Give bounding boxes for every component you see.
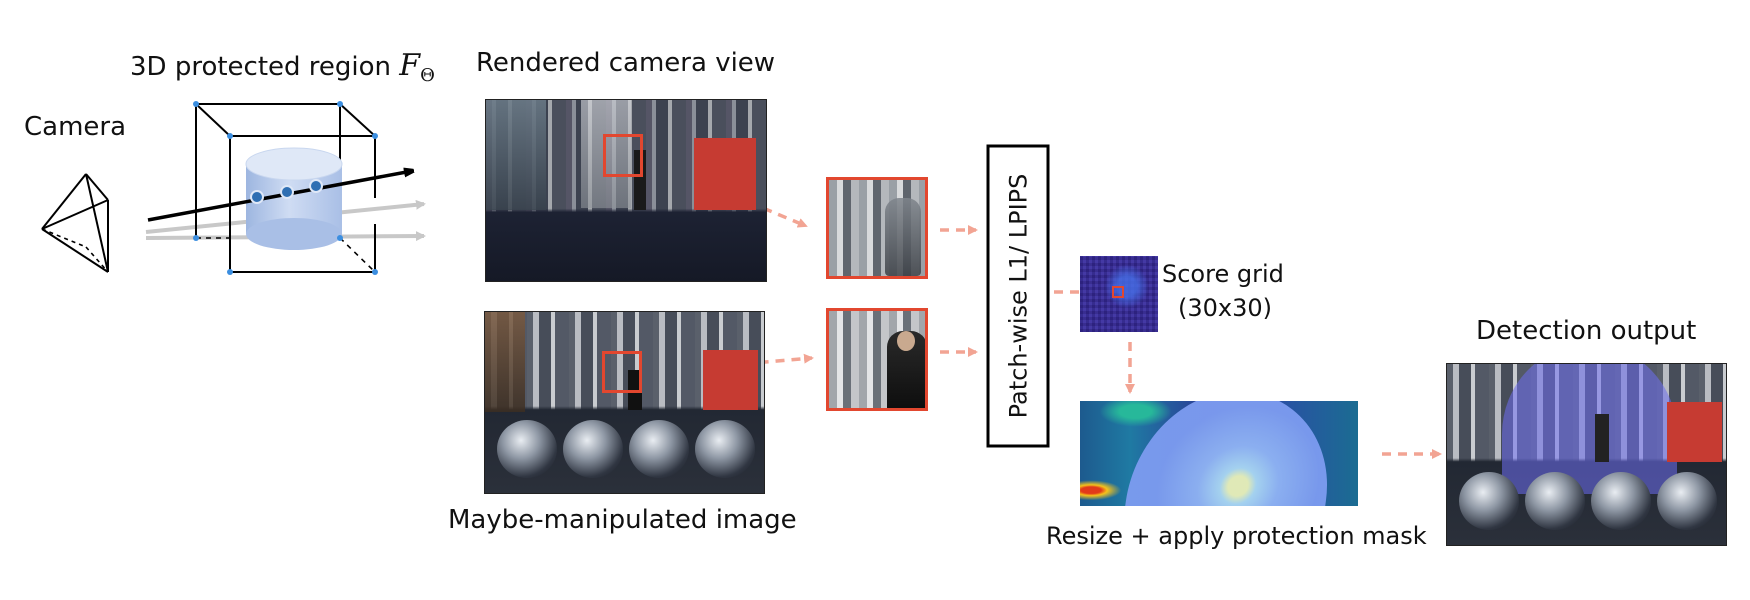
cube-vertices [193,101,378,275]
crystal-ball [629,420,689,478]
manipulated-image-label: Maybe-manipulated image [448,505,797,535]
manipulated-patch-highlight [602,351,642,393]
f-theta-symbol: FΘ [399,48,435,86]
patch-compare-box [986,144,1050,448]
score-cell-highlight [1112,286,1124,298]
score-grid-label: Score grid [1162,260,1284,288]
primary-ray [147,171,412,222]
crystal-ball [1657,472,1717,530]
crystal-ball [695,420,755,478]
crystal-ball [1525,472,1585,530]
manipulated-image [484,311,765,494]
patch-compare-label: Patch-wise L1/ LPIPS [1004,173,1033,419]
crystal-ball [497,420,557,478]
rendered-patch-crop [826,177,928,279]
resize-mask-label: Resize + apply protection mask [1046,522,1427,550]
masked-heatmap [1080,401,1358,506]
manipulated-patch-crop [826,308,928,411]
patch-compare-label-wrap: Patch-wise L1/ LPIPS [988,146,1048,446]
protected-region-label: 3D protected region FΘ [130,48,435,87]
detection-output-image [1446,363,1727,546]
rendered-view-label: Rendered camera view [476,48,776,78]
camera-icon [41,173,109,273]
protected-region-text: 3D protected region [130,52,392,82]
score-grid-size-label: (30x30) [1178,294,1273,322]
score-grid-heatmap [1080,256,1158,332]
crystal-ball [1591,472,1651,530]
detection-output-label: Detection output [1476,316,1697,346]
crystal-ball [1459,472,1519,530]
sample-points [250,179,323,204]
protected-cylinder [245,147,343,250]
crystal-ball [563,420,623,478]
rendered-patch-highlight [603,134,643,177]
rendered-view-image [485,99,767,282]
camera-label: Camera [24,112,127,142]
